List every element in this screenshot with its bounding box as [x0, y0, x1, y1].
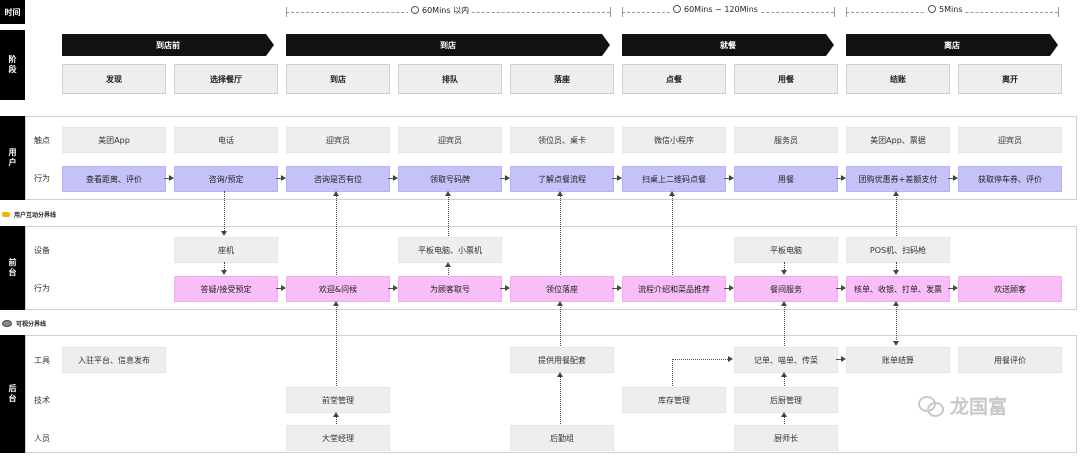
timeline-seg1: 60Mins 以内 — [422, 6, 470, 15]
step-choose-restaurant: 选择餐厅 — [174, 64, 278, 94]
device: 平板电脑 — [734, 237, 838, 263]
watermark: 龙国富 — [918, 392, 1007, 419]
step-checkout: 结账 — [846, 64, 950, 94]
user-action: 咨询是否有位 — [286, 166, 390, 192]
user-action: 获取停车券、评价 — [958, 166, 1062, 192]
step-queue: 排队 — [398, 64, 502, 94]
row-label-staff: 人员 — [34, 434, 50, 443]
back-label: 后台 — [0, 335, 25, 453]
tool: 记单、喵单、传菜 — [734, 347, 838, 373]
clock-icon — [928, 5, 936, 13]
touchpoint: 服务员 — [734, 127, 838, 153]
front-action: 为顾客取号 — [398, 276, 502, 302]
staff: 厨师长 — [734, 425, 838, 451]
user-action: 用餐 — [734, 166, 838, 192]
device: 平板电脑、小票机 — [398, 237, 502, 263]
tool: 账单结算 — [846, 347, 950, 373]
wechat-icon — [918, 395, 944, 417]
row-label-touchpoint: 触点 — [34, 136, 50, 145]
front-action: 答疑/接受预定 — [174, 276, 278, 302]
front-panel — [25, 226, 1077, 310]
row-label-user-action: 行为 — [34, 174, 50, 183]
timeline-seg2: 60Mins ~ 120Mins — [684, 5, 758, 14]
front-action: 核单、收银、打单、发票 — [846, 276, 950, 302]
interaction-boundary-label: 用户互动分界线 — [14, 212, 57, 219]
phase-dining: 就餐 — [622, 34, 834, 56]
user-label: 用户 — [0, 116, 25, 200]
row-label-device: 设备 — [34, 246, 50, 255]
row-label-tech: 技术 — [34, 396, 50, 405]
tool: 入驻平台、信息发布 — [62, 347, 166, 373]
tech: 库存管理 — [622, 387, 726, 413]
tool: 用餐评价 — [958, 347, 1062, 373]
handshake-icon — [2, 212, 10, 217]
touchpoint: 迎宾员 — [398, 127, 502, 153]
tech: 前堂管理 — [286, 387, 390, 413]
touchpoint: 电话 — [174, 127, 278, 153]
clock-icon — [673, 5, 681, 13]
visibility-boundary-label: 可视分界线 — [16, 321, 47, 328]
front-action: 欢迎&问候 — [286, 276, 390, 302]
touchpoint: 美团App — [62, 127, 166, 153]
user-action: 咨询/预定 — [174, 166, 278, 192]
device: POS机、扫码枪 — [846, 237, 950, 263]
user-action: 领取号码牌 — [398, 166, 502, 192]
front-action: 餐间服务 — [734, 276, 838, 302]
step-dine: 用餐 — [734, 64, 838, 94]
row-label-tools: 工具 — [34, 356, 50, 365]
step-seat: 落座 — [510, 64, 614, 94]
row-label-front-action: 行为 — [34, 284, 50, 293]
front-action: 欢送顾客 — [958, 276, 1062, 302]
user-action: 查看距离、评价 — [62, 166, 166, 192]
tool: 提供用餐配套 — [510, 347, 614, 373]
touchpoint: 领位员、桌卡 — [510, 127, 614, 153]
touchpoint: 迎宾员 — [958, 127, 1062, 153]
phase-arrival: 到店 — [286, 34, 610, 56]
touchpoint: 美团App、票据 — [846, 127, 950, 153]
user-action: 了解点餐流程 — [510, 166, 614, 192]
timeline-seg3: 5Mins — [939, 5, 963, 14]
clock-icon — [411, 6, 419, 14]
touchpoint: 迎宾员 — [286, 127, 390, 153]
back-panel — [25, 335, 1077, 453]
front-action: 流程介绍和菜品推荐 — [622, 276, 726, 302]
user-panel — [25, 116, 1077, 200]
front-label: 前台 — [0, 226, 25, 310]
phase-departure: 离店 — [846, 34, 1058, 56]
user-action: 团购优惠券+差额支付 — [846, 166, 950, 192]
tech: 后厨管理 — [734, 387, 838, 413]
staff: 后勤组 — [510, 425, 614, 451]
touchpoint: 微信小程序 — [622, 127, 726, 153]
step-discover: 发现 — [62, 64, 166, 94]
step-order: 点餐 — [622, 64, 726, 94]
eye-icon — [2, 320, 12, 327]
staff: 大堂经理 — [286, 425, 390, 451]
visibility-boundary: 可视分界线 — [2, 319, 46, 328]
watermark-text: 龙国富 — [950, 396, 1008, 418]
phase-before-arrival: 到店前 — [62, 34, 274, 56]
user-action: 扫桌上二维码点餐 — [622, 166, 726, 192]
interaction-boundary: 用户互动分界线 — [2, 210, 56, 219]
step-arrive: 到店 — [286, 64, 390, 94]
step-leave: 离开 — [958, 64, 1062, 94]
device: 座机 — [174, 237, 278, 263]
time-label: 时间 — [0, 0, 25, 24]
front-action: 领位落座 — [510, 276, 614, 302]
stage-label: 阶段 — [0, 30, 25, 100]
